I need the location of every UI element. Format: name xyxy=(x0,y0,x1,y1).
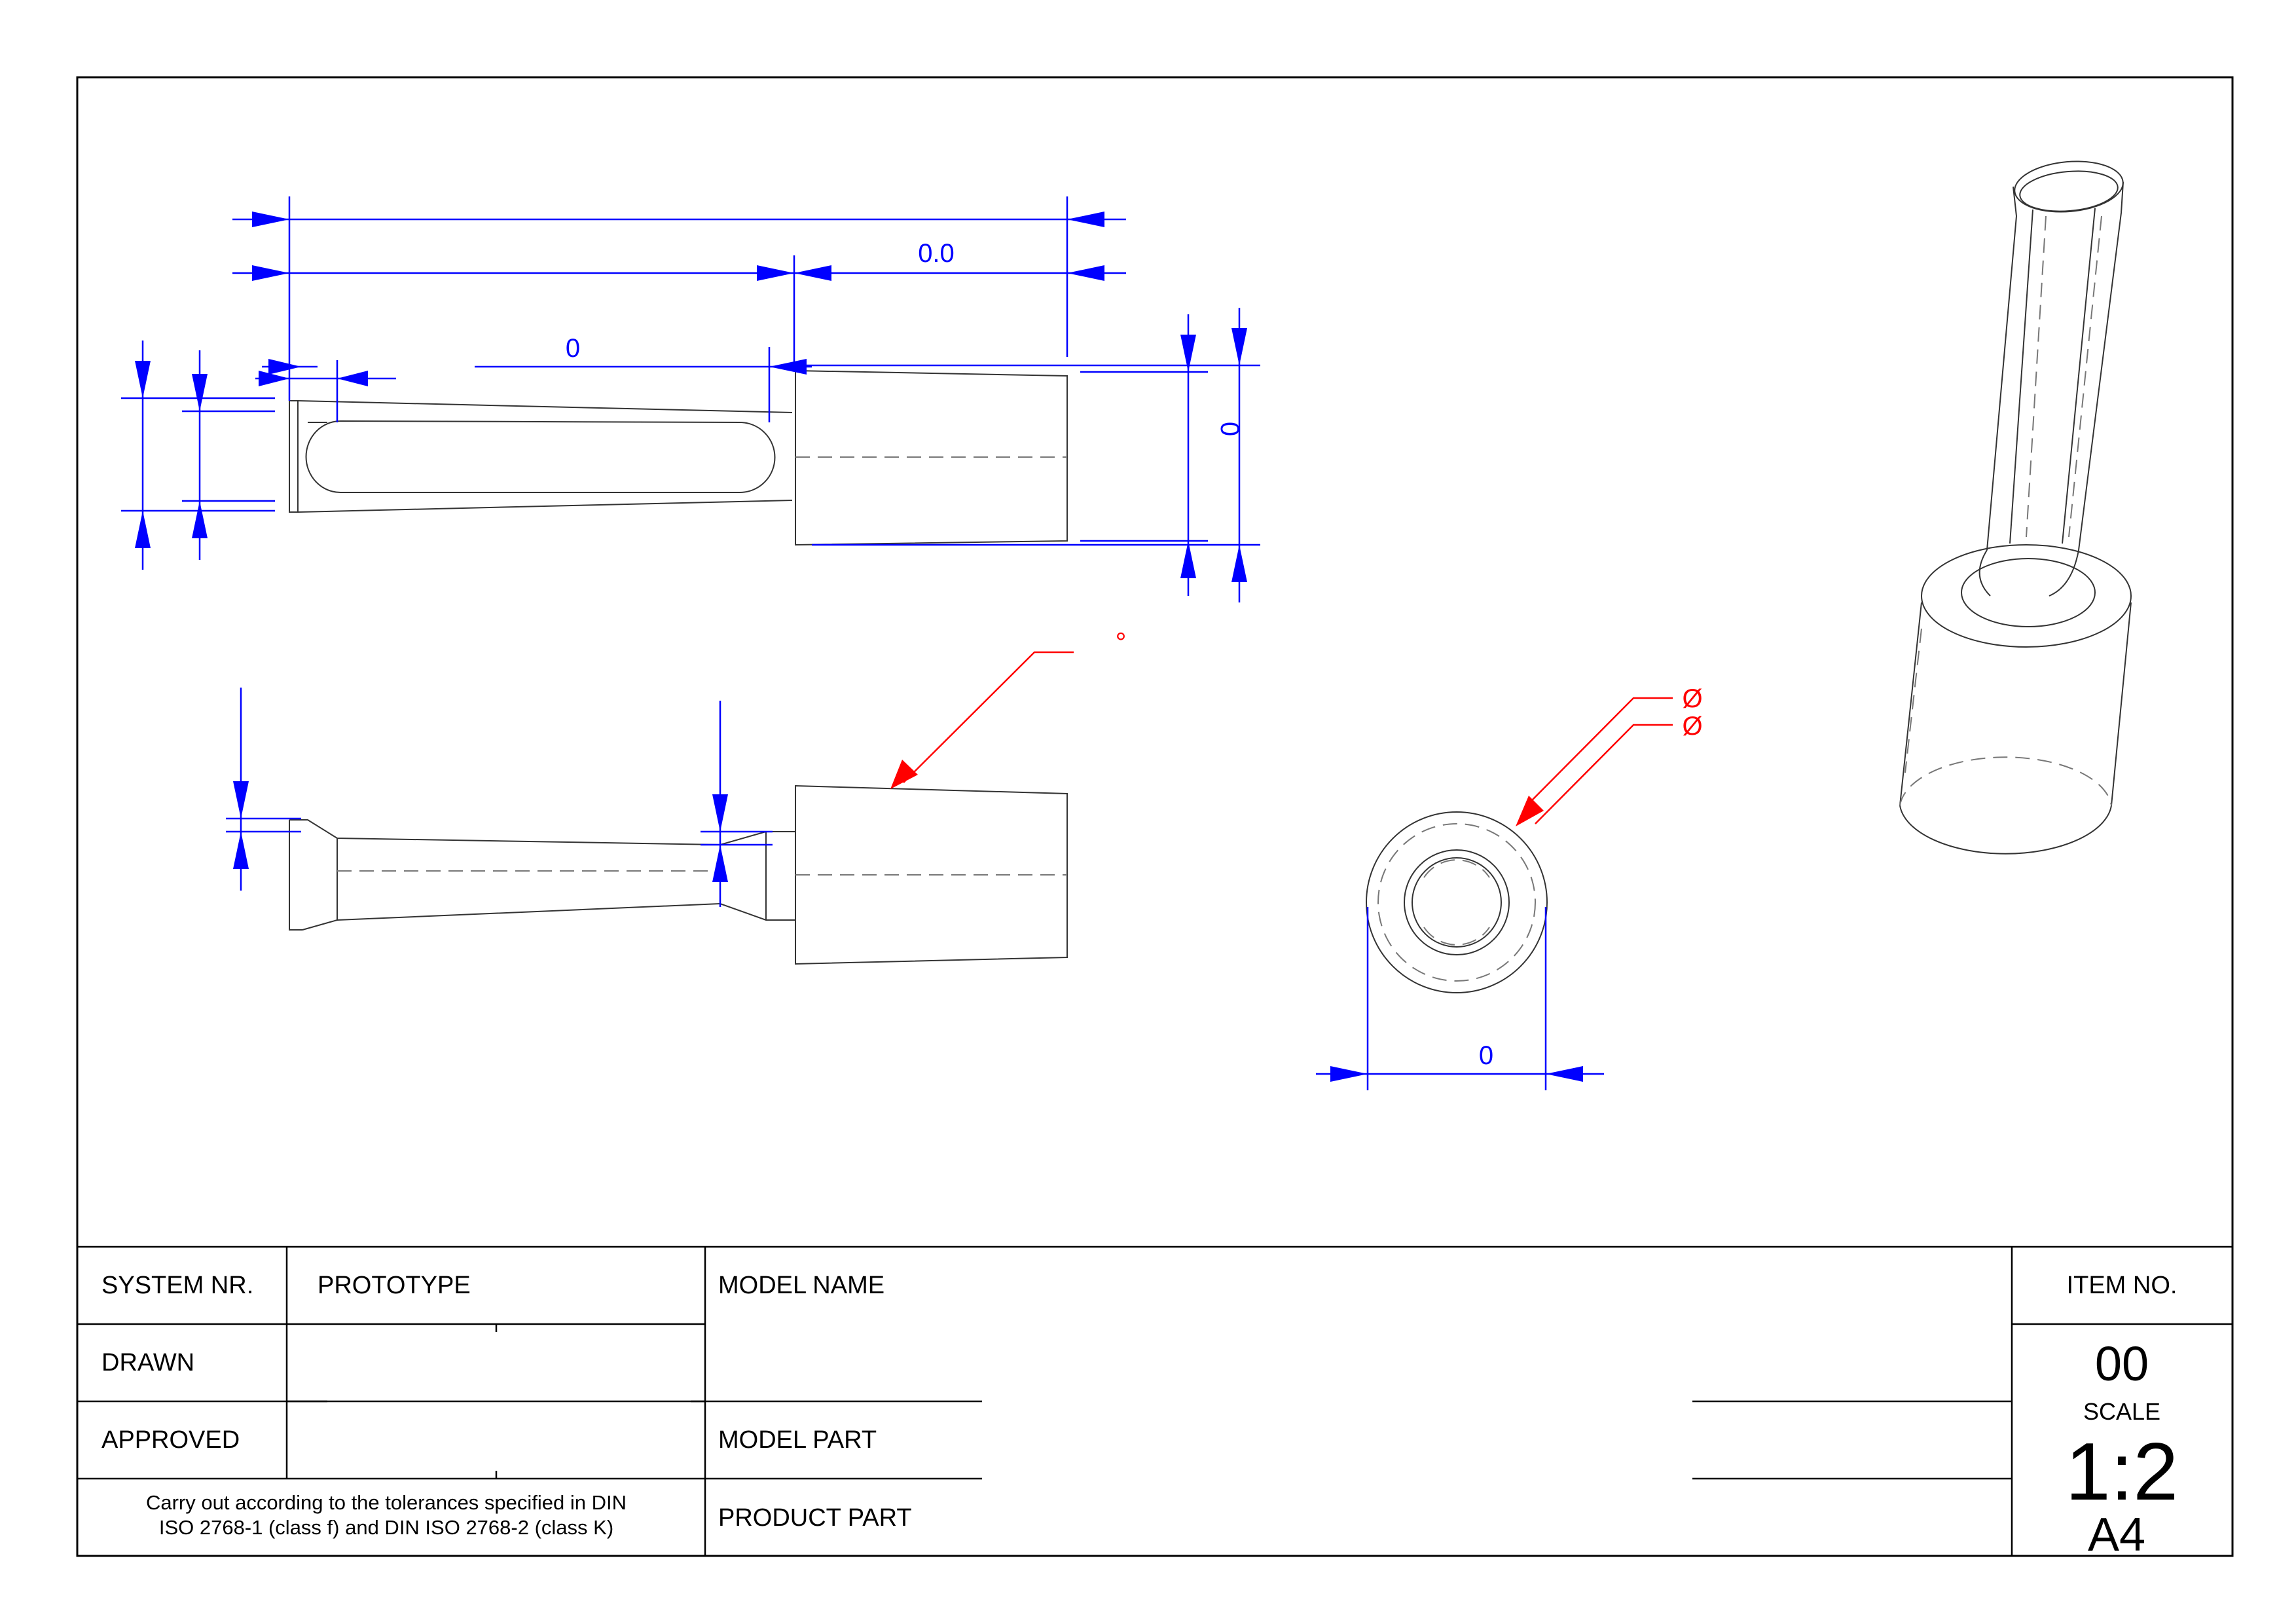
tolerance-note-line2: ISO 2768-1 (class f) and DIN ISO 2768-2 … xyxy=(159,1516,613,1539)
top-view: 0.0 0 0 xyxy=(121,196,1260,602)
dim-end-diameter: 0 xyxy=(1479,1041,1493,1070)
side-view: ° xyxy=(226,627,1127,965)
drawn-label: DRAWN xyxy=(101,1349,194,1376)
sheet-size: A4 xyxy=(2088,1509,2145,1561)
item-no-label: ITEM NO. xyxy=(2067,1272,2178,1299)
system-nr-value: PROTOTYPE xyxy=(318,1272,471,1299)
dim-right-segment: 0.0 xyxy=(918,239,955,268)
title-block: SYSTEM NR. PROTOTYPE MODEL NAME ITEM NO.… xyxy=(77,1246,2232,1561)
end-view: Ø Ø 0 xyxy=(1316,684,1703,1090)
isometric-view xyxy=(1899,160,2132,855)
drawing-frame xyxy=(76,76,2234,1557)
dim-head-height: 0 xyxy=(1215,422,1244,436)
diameter-callout-2: Ø xyxy=(1682,712,1702,741)
system-nr-label: SYSTEM NR. xyxy=(101,1272,253,1299)
scale-value: 1:2 xyxy=(2066,1427,2178,1517)
dim-slot-length: 0 xyxy=(566,334,580,363)
approved-label: APPROVED xyxy=(101,1426,240,1454)
angle-callout: ° xyxy=(1116,627,1127,657)
model-name-label: MODEL NAME xyxy=(718,1272,884,1299)
model-part-label: MODEL PART xyxy=(718,1426,877,1454)
item-no-value: 00 xyxy=(2095,1337,2149,1391)
scale-label: SCALE xyxy=(2083,1398,2160,1425)
diameter-callout-1: Ø xyxy=(1682,684,1702,713)
product-part-label: PRODUCT PART xyxy=(718,1504,912,1532)
tolerance-note-line1: Carry out according to the tolerances sp… xyxy=(146,1491,627,1514)
